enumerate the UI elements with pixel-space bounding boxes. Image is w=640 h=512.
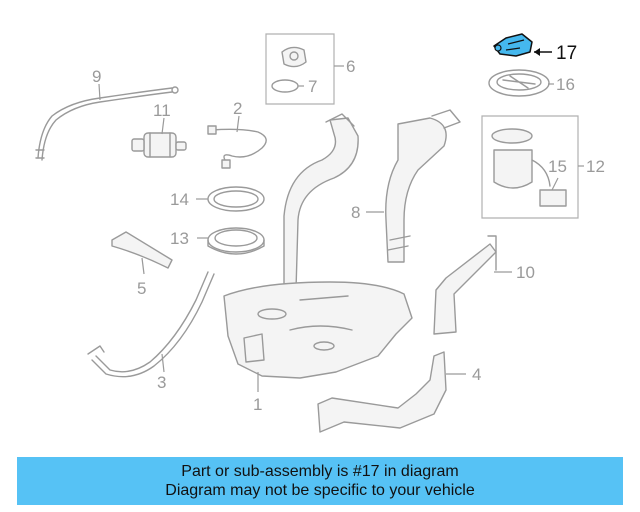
fuel-tank-icon [223,281,413,379]
parts-diagram: 9 11 2 14 13 5 3 1 4 8 10 6 7 16 15 12 1… [35,33,605,433]
callout-4: 4 [472,365,481,384]
pressure-regulator-icon[interactable] [493,33,533,57]
tank-strap-icon [87,271,215,378]
filler-pipe-icon [283,113,359,291]
mounting-bracket-icon [433,235,497,335]
callout-1: 1 [253,395,262,414]
pump-seal-ring-icon [207,186,265,212]
callout-9: 9 [92,67,101,86]
callout-12: 12 [586,157,605,176]
fuel-pump-box [481,115,579,219]
leader-lines [98,48,584,392]
callout-10: 10 [516,263,535,282]
filler-neck-icon [385,109,461,263]
vent-hose-icon [35,86,179,161]
banner-line-2: Diagram may not be specific to your vehi… [165,482,475,499]
info-banner: Part or sub-assembly is #17 in diagram D… [17,457,623,505]
lock-ring-icon [207,227,265,255]
callout-17[interactable]: 17 [556,43,577,64]
callout-2: 2 [233,99,242,118]
callout-3: 3 [157,373,166,392]
fuel-filter-icon [131,132,187,158]
callout-14: 14 [170,190,189,209]
callout-8: 8 [351,203,360,222]
callout-7: 7 [308,77,317,96]
filler-cap-box [265,33,335,105]
callout-15: 15 [548,157,567,176]
callout-13: 13 [170,229,189,248]
callout-6: 6 [346,57,355,76]
callout-11: 11 [153,101,171,120]
callout-16: 16 [556,75,575,94]
tank-support-bracket-icon [317,351,447,433]
callout-5: 5 [137,279,146,298]
heat-shield-bracket-icon [111,231,173,269]
sensor-wire-icon [207,125,267,169]
pump-lock-ring-icon [488,69,550,97]
banner-line-1: Part or sub-assembly is #17 in diagram [181,463,459,480]
